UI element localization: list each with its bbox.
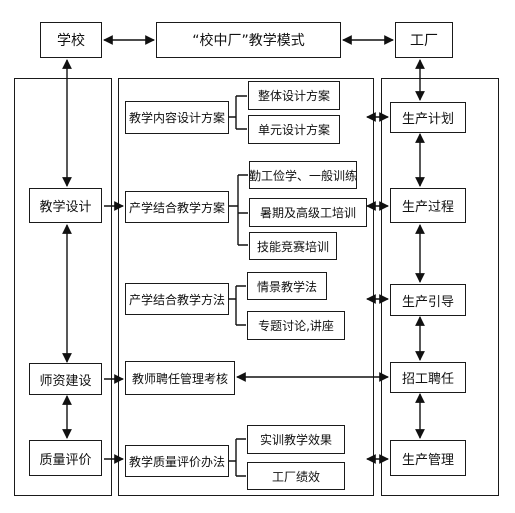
practical-effect-box: 实训教学效果	[247, 425, 345, 454]
recruitment-box: 招工聘任	[390, 362, 466, 393]
quality-method-box: 教学质量评价办法	[125, 445, 229, 477]
production-management-box: 生产管理	[390, 440, 466, 476]
work-study-box: 勤工俭学、一般训练	[249, 161, 357, 189]
bracket-quality-method	[229, 438, 246, 477]
production-plan-box: 生产计划	[390, 102, 466, 133]
summer-training-box: 暑期及高级工培训	[249, 198, 367, 227]
middle-panel	[118, 78, 374, 496]
content-plan-box: 教学内容设计方案	[125, 101, 229, 134]
teaching-design-box: 教学设计	[29, 188, 102, 223]
integration-method-box: 产学结合教学方法	[125, 283, 229, 315]
production-guidance-box: 生产引导	[390, 284, 466, 316]
production-process-box: 生产过程	[390, 188, 466, 223]
teaching-mode-title: “校中厂”教学模式	[156, 22, 341, 58]
bracket-integration-plan	[229, 174, 248, 246]
scenario-method-box: 情景教学法	[247, 272, 327, 300]
topic-discussion-box: 专题讨论,讲座	[247, 311, 345, 340]
overall-plan-box: 整体设计方案	[248, 81, 340, 110]
hiring-assessment-box: 教师聘任管理考核	[125, 361, 235, 395]
integration-plan-box: 产学结合教学方案	[125, 191, 229, 223]
right-panel	[381, 78, 499, 496]
factory-performance-box: 工厂绩效	[247, 462, 345, 490]
bracket-content-plan	[229, 95, 247, 130]
factory-box: 工厂	[395, 22, 453, 58]
faculty-building-box: 师资建设	[29, 363, 102, 395]
bracket-integration-method	[229, 285, 246, 326]
unit-plan-box: 单元设计方案	[248, 115, 340, 144]
quality-eval-box: 质量评价	[29, 440, 102, 476]
skill-competition-box: 技能竞赛培训	[249, 232, 337, 260]
school-box: 学校	[40, 22, 102, 58]
